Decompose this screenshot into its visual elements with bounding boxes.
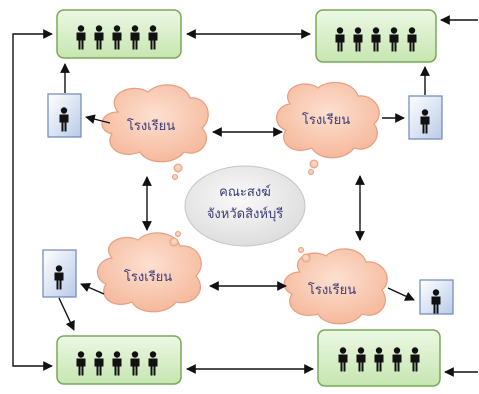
arrow-person-to-group-bl [58,297,75,331]
center-title-line2: จังหวัดสิงห์บุรี [207,206,283,222]
cloud-label: โรงเรียน [127,118,175,134]
cloud-label: โรงเรียน [308,282,356,298]
person-box-top-right [408,95,443,140]
cloud-top-right: โรงเรียน [276,81,380,175]
group-box-bottom-left [56,335,182,385]
cloud-bottom-right: โรงเรียน [283,247,388,325]
person-box-bottom-right [419,279,454,315]
cloud-top-left: โรงเรียน [101,84,209,180]
connector-arrows [12,15,478,377]
center-node: คณะสงฆ์ จังหวัดสิงห์บุรี [184,165,306,247]
cloud-bottom-left: โรงเรียน [96,231,202,313]
arrow-left-bracket [12,29,53,371]
center-title-line1: คณะสงฆ์ [219,184,271,200]
arrow-cloud-to-person-br [387,287,415,301]
group-box-top-right [315,9,437,63]
person-box-bottom-left [42,249,77,298]
group-box-top-left [56,9,182,59]
person-box-top-left [47,93,82,138]
arrow-cloud-to-person-tl [85,114,111,124]
cloud-label: โรงเรียน [302,112,350,128]
group-box-bottom-right [317,329,441,387]
cloud-label: โรงเรียน [124,269,172,285]
arrow-cloud-to-person-bl [80,283,105,295]
